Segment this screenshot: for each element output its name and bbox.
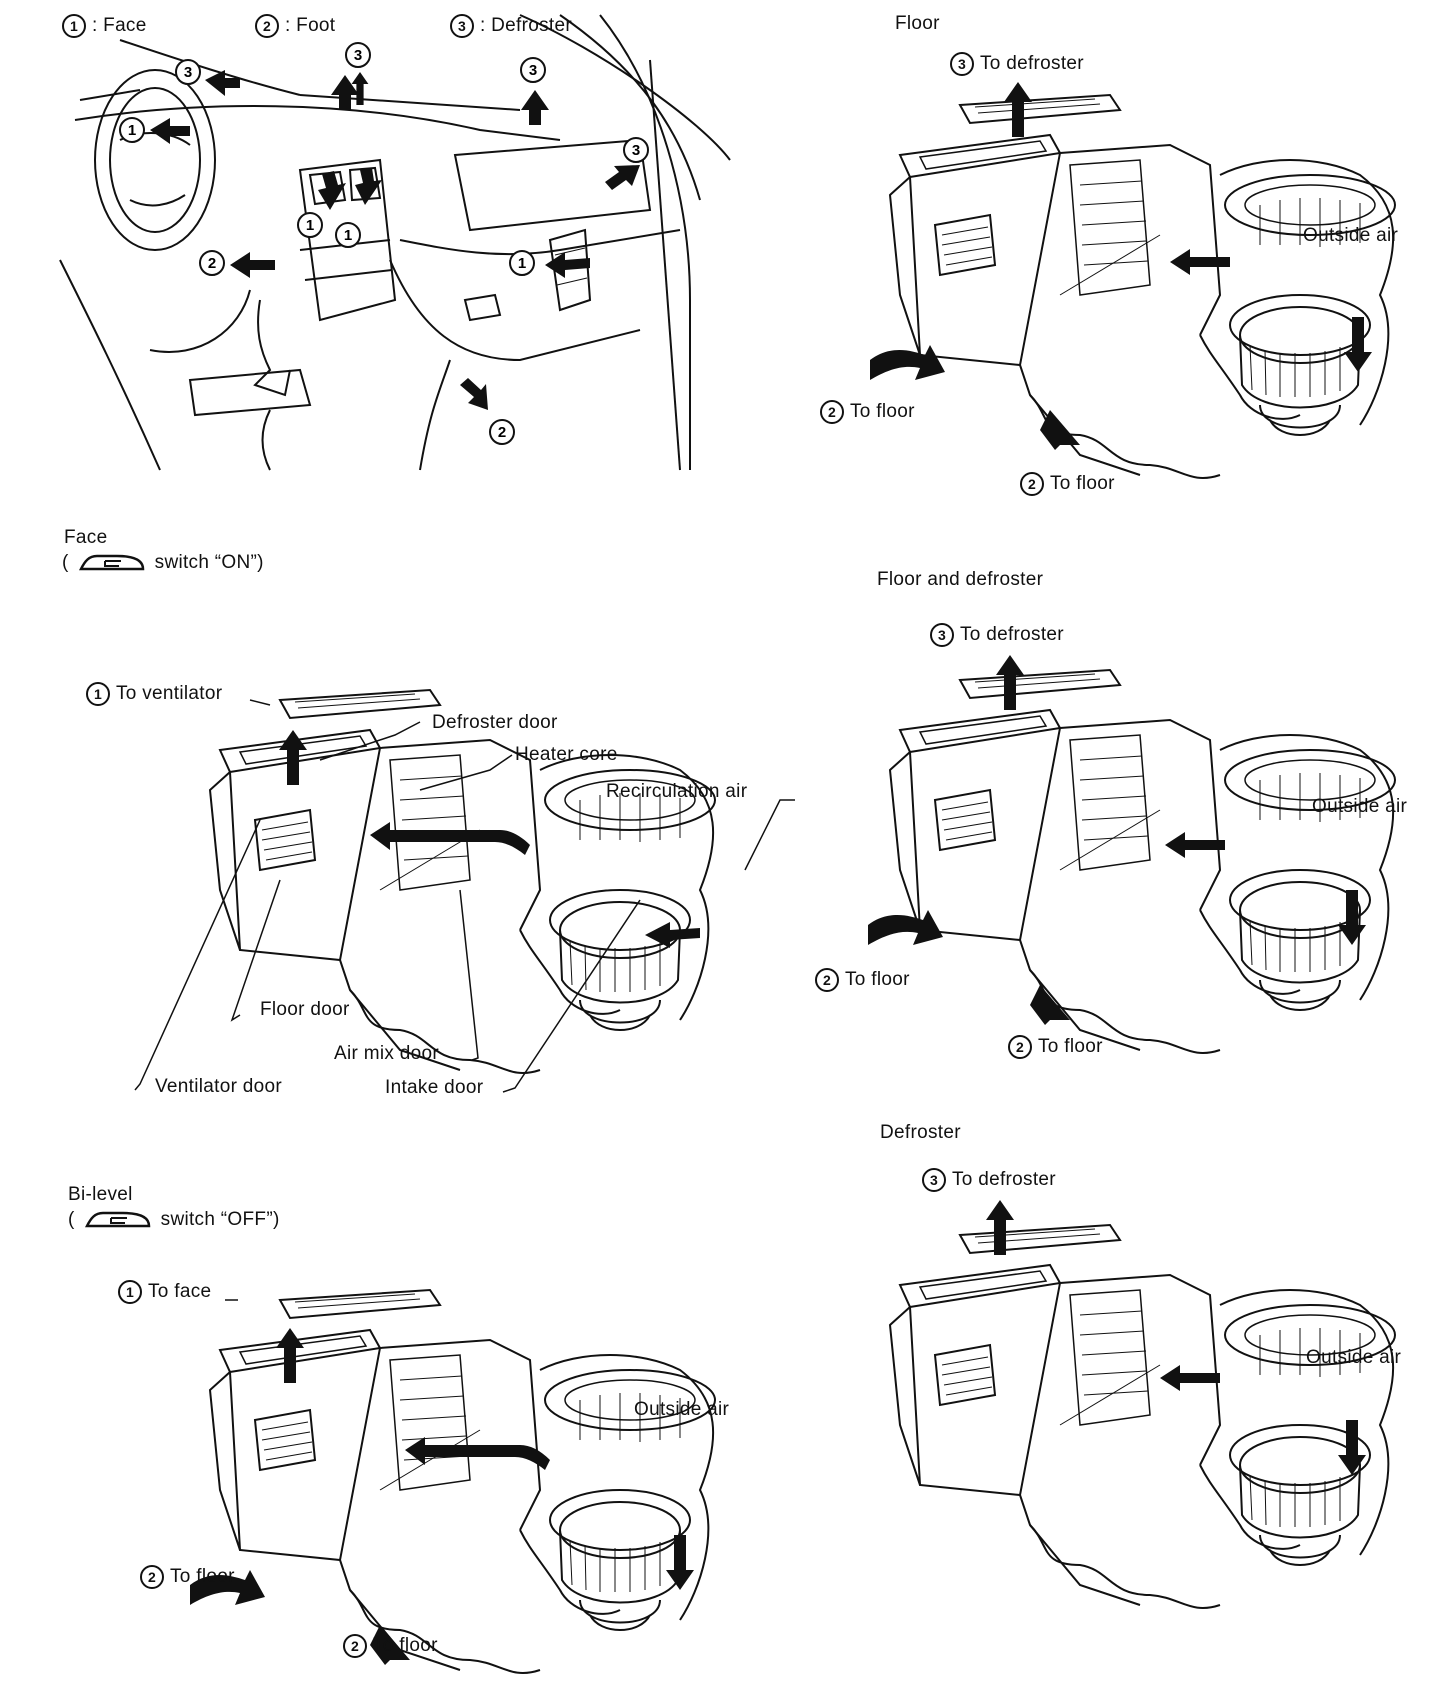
bilevel-switch-note: (switch “OFF”) [68, 1209, 280, 1231]
unit-floor [889, 94, 1396, 480]
floor-title: Floor [895, 13, 940, 34]
marker-text: 1 [306, 217, 314, 234]
face-ventilator-door: Ventilator door [155, 1076, 283, 1097]
marker-text: 1 [344, 227, 352, 244]
legend-face: 1 : Face [62, 14, 147, 38]
circled-number: 3 [950, 52, 974, 76]
marker-text: 1 [128, 122, 136, 139]
marker-text: 3 [184, 64, 192, 81]
circled-number: 3 [450, 14, 474, 38]
dashboard-markers: 3 3 3 3 1 1 1 1 2 2 [119, 42, 649, 445]
label-text: To floor [1038, 1036, 1103, 1058]
marker-defroster-3: 3 [520, 57, 546, 83]
bilevel-to-face: 1 To face [118, 1280, 211, 1304]
floor-defroster-to-floor-a: 2 To floor [815, 968, 910, 992]
circled-number: 1 [118, 1280, 142, 1304]
floor-outside-air: Outside air [1303, 225, 1399, 246]
face-intake-door: Intake door [385, 1077, 484, 1098]
defroster-title: Defroster [880, 1122, 961, 1143]
label-text: To defroster [980, 53, 1084, 75]
label-text: To floor [170, 1566, 235, 1588]
marker-face-1: 1 [119, 117, 145, 143]
unit-floor-defroster [889, 669, 1396, 1055]
marker-defroster-1: 3 [345, 42, 371, 68]
bilevel-outside-air: Outside air [634, 1399, 730, 1420]
floor-defroster-to-defroster: 3 To defroster [930, 623, 1064, 647]
bilevel-to-floor-a: 2 To floor [140, 1565, 235, 1589]
unit-defroster [889, 1224, 1396, 1610]
marker-text: 1 [518, 255, 526, 272]
marker-foot-2: 2 [489, 419, 515, 445]
face-defroster-door: Defroster door [432, 712, 558, 733]
dashboard-illustration [59, 14, 731, 471]
dashboard-airflow-arrows [150, 70, 640, 410]
face-floor-door: Floor door [260, 999, 350, 1020]
circled-number: 2 [815, 968, 839, 992]
bilevel-to-floor-b: 2 To floor [343, 1634, 438, 1658]
circled-number: 2 [1020, 472, 1044, 496]
floor-defroster-outside-air: Outside air [1312, 796, 1408, 817]
label-text: To floor [845, 969, 910, 991]
label-text: To face [148, 1281, 212, 1303]
marker-text: 3 [529, 62, 537, 79]
label-text: To ventilator [116, 683, 223, 705]
legend-foot: 2 : Foot [255, 14, 335, 38]
circled-number: 3 [930, 623, 954, 647]
label-text: To floor [850, 401, 915, 423]
marker-face-3: 1 [335, 222, 361, 248]
legend-defroster-label: : Defroster [480, 15, 572, 37]
marker-foot-1: 2 [199, 250, 225, 276]
marker-defroster-4: 3 [623, 137, 649, 163]
recirc-switch-icon [84, 1211, 150, 1228]
legend-defroster: 3 : Defroster [450, 14, 572, 38]
circled-number: 1 [62, 14, 86, 38]
face-recirculation-air: Recirculation air [606, 781, 748, 802]
marker-face-4: 1 [509, 250, 535, 276]
circled-number: 2 [343, 1634, 367, 1658]
legend-foot-label: : Foot [285, 15, 336, 37]
circled-number: 2 [820, 400, 844, 424]
marker-text: 2 [208, 255, 216, 272]
face-title: Face [64, 527, 108, 548]
floor-defroster-title: Floor and defroster [877, 569, 1044, 590]
circled-number: 2 [255, 14, 279, 38]
circled-number: 2 [1008, 1035, 1032, 1059]
defroster-to-defroster: 3 To defroster [922, 1168, 1056, 1192]
marker-defroster-2: 3 [175, 59, 201, 85]
label-text: To defroster [952, 1169, 1056, 1191]
label-text: To floor [373, 1635, 438, 1657]
face-air-mix-door: Air mix door [334, 1043, 439, 1064]
bilevel-title: Bi-level [68, 1184, 133, 1205]
leader-lines [134, 699, 795, 1301]
face-switch-note: (switch “ON”) [62, 552, 264, 574]
face-heater-core: Heater core [515, 744, 618, 765]
marker-face-2: 1 [297, 212, 323, 238]
face-to-ventilator: 1 To ventilator [86, 682, 222, 706]
legend-face-label: : Face [92, 15, 147, 37]
floor-to-floor-a: 2 To floor [820, 400, 915, 424]
recirc-switch-icon [78, 554, 144, 571]
marker-text: 2 [498, 424, 506, 441]
airflow-arrows [190, 82, 1372, 1665]
circled-number: 1 [86, 682, 110, 706]
marker-text: 3 [354, 47, 362, 64]
circled-number: 2 [140, 1565, 164, 1589]
marker-text: 3 [632, 142, 640, 159]
floor-to-floor-b: 2 To floor [1020, 472, 1115, 496]
floor-defroster-to-floor-b: 2 To floor [1008, 1035, 1103, 1059]
defroster-outside-air: Outside air [1306, 1347, 1402, 1368]
label-text: To floor [1050, 473, 1115, 495]
label-text: To defroster [960, 624, 1064, 646]
circled-number: 3 [922, 1168, 946, 1192]
floor-to-defroster: 3 To defroster [950, 52, 1084, 76]
